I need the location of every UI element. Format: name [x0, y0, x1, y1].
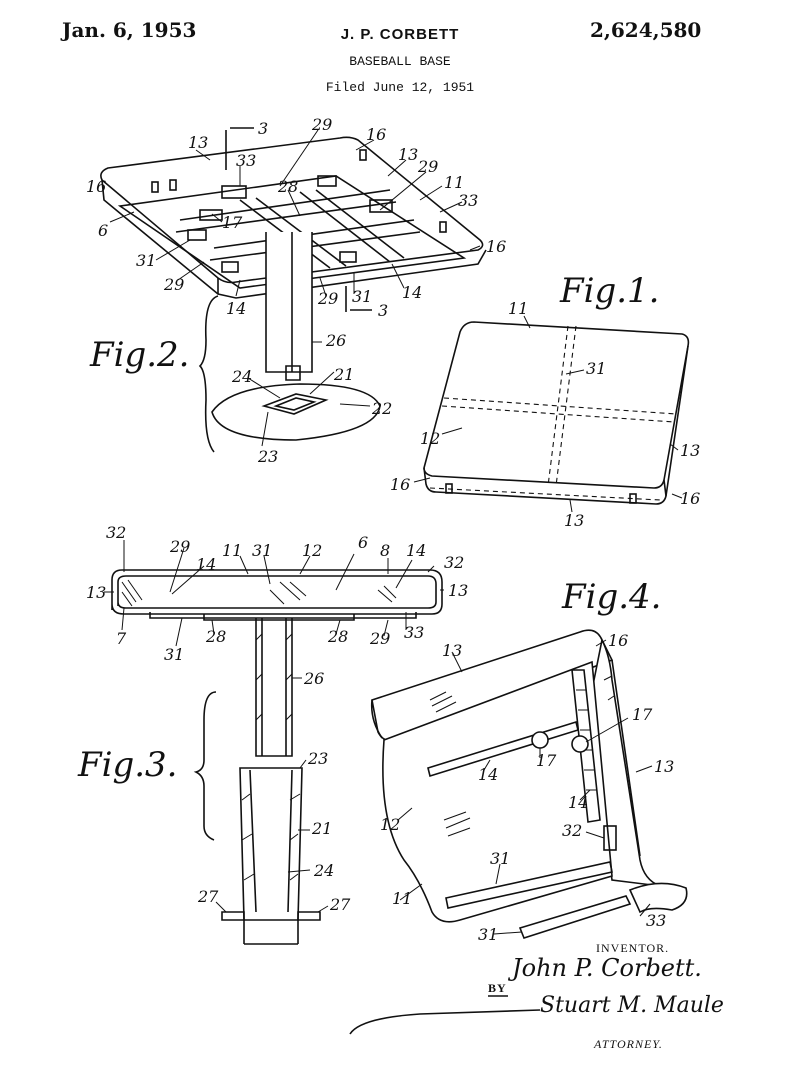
ref-31: 31 [478, 925, 498, 944]
inventor-caption: INVENTOR. [596, 941, 669, 955]
ref-16: 16 [680, 489, 700, 508]
section-line-label-bottom: 3 [378, 301, 388, 320]
ref-24: 24 [231, 367, 252, 386]
ref-16: 16 [608, 631, 628, 650]
ref-11: 11 [444, 173, 464, 192]
ref-16: 16 [486, 237, 506, 256]
ref-17: 17 [632, 705, 653, 724]
ref-28: 28 [205, 627, 226, 646]
ref-31: 31 [164, 645, 184, 664]
ref-23: 23 [257, 447, 278, 466]
ref-28: 28 [327, 627, 348, 646]
ref-27: 27 [329, 895, 351, 914]
patent-date: Jan. 6, 1953 [62, 18, 197, 42]
ref-16: 16 [390, 475, 410, 494]
inventor-header: J. P. CORBETT [340, 26, 460, 43]
ref-13: 13 [680, 441, 700, 460]
ref-26: 26 [325, 331, 346, 350]
ref-21: 21 [333, 365, 354, 384]
ref-13: 13 [448, 581, 468, 600]
fig4-label: Fig.4. [561, 577, 661, 617]
ref-29: 29 [417, 157, 438, 176]
ref-11: 11 [392, 889, 412, 908]
ref-21: 21 [311, 819, 332, 838]
fig1-drawing [413, 315, 690, 513]
ref-29: 29 [317, 289, 338, 308]
ref-17: 17 [222, 213, 243, 232]
ref-24: 24 [313, 861, 334, 880]
ref-32: 32 [106, 523, 126, 542]
ref-14: 14 [478, 765, 498, 784]
ref-6: 6 [358, 533, 368, 552]
ref-33: 33 [458, 191, 478, 210]
ref-29: 29 [311, 115, 332, 134]
by-label: BY [488, 981, 507, 995]
ref-12: 12 [302, 541, 322, 560]
patent-number: 2,624,580 [590, 18, 702, 42]
ref-11: 11 [508, 299, 528, 318]
ref-32: 32 [562, 821, 582, 840]
ref-23: 23 [307, 749, 328, 768]
ref-29: 29 [369, 629, 390, 648]
ref-13: 13 [188, 133, 208, 152]
fig2-label: Fig.2. [89, 335, 189, 375]
ref-33: 33 [236, 151, 256, 170]
ref-14: 14 [406, 541, 426, 560]
ref-14: 14 [402, 283, 422, 302]
fig3-label: Fig.3. [77, 745, 177, 785]
attorney-signature: Stuart M. Maule [540, 993, 724, 1018]
fig4-reference-labels: 13 16 17 17 14 14 13 12 32 31 11 33 31 [380, 631, 674, 944]
attorney-caption: ATTORNEY. [593, 1037, 663, 1051]
signature-block: INVENTOR. John P. Corbett. BY Stuart M. … [349, 941, 724, 1051]
ref-7: 7 [116, 629, 127, 648]
ref-33: 33 [646, 911, 666, 930]
ref-28: 28 [277, 177, 298, 196]
fig1-label: Fig.1. [559, 271, 659, 311]
ref-13: 13 [564, 511, 584, 530]
ref-11: 11 [222, 541, 242, 560]
patent-title: BASEBALL BASE [349, 54, 451, 69]
ref-6: 6 [98, 221, 108, 240]
ref-14: 14 [568, 793, 588, 812]
ref-31: 31 [352, 287, 372, 306]
fig3-reference-labels: 32 29 14 11 31 12 6 8 14 32 13 13 7 31 2… [86, 523, 468, 914]
section-line-label-top: 3 [258, 119, 268, 138]
ref-13: 13 [398, 145, 418, 164]
ref-26: 26 [303, 669, 324, 688]
fig2-drawing: 3 3 Fig.2. [89, 119, 487, 453]
ref-31: 31 [136, 251, 156, 270]
ref-13: 13 [654, 757, 674, 776]
ref-13: 13 [86, 583, 106, 602]
ref-17: 17 [536, 751, 557, 770]
fig1-reference-labels: 11 31 12 13 16 13 16 [390, 299, 700, 530]
ref-12: 12 [380, 815, 400, 834]
ref-29: 29 [163, 275, 184, 294]
ref-8: 8 [380, 541, 390, 560]
ref-16: 16 [86, 177, 106, 196]
ref-13: 13 [442, 641, 462, 660]
ref-27: 27 [197, 887, 219, 906]
ref-14: 14 [196, 555, 216, 574]
ref-16: 16 [366, 125, 386, 144]
ref-32: 32 [444, 553, 464, 572]
ref-31: 31 [586, 359, 606, 378]
ref-29: 29 [169, 537, 190, 556]
fig2-reference-labels: 13 29 16 33 13 29 11 16 28 33 6 17 31 16… [86, 115, 506, 466]
ref-22: 22 [371, 399, 392, 418]
signature-flourish [349, 1009, 541, 1035]
ref-14: 14 [226, 299, 246, 318]
inventor-signature: John P. Corbett. [507, 954, 702, 982]
ref-33: 33 [404, 623, 424, 642]
ref-31: 31 [490, 849, 510, 868]
fig4-drawing [370, 629, 688, 939]
ref-31: 31 [252, 541, 272, 560]
ref-12: 12 [420, 429, 440, 448]
filing-date: Filed June 12, 1951 [325, 80, 475, 95]
fig3-drawing [104, 540, 444, 945]
